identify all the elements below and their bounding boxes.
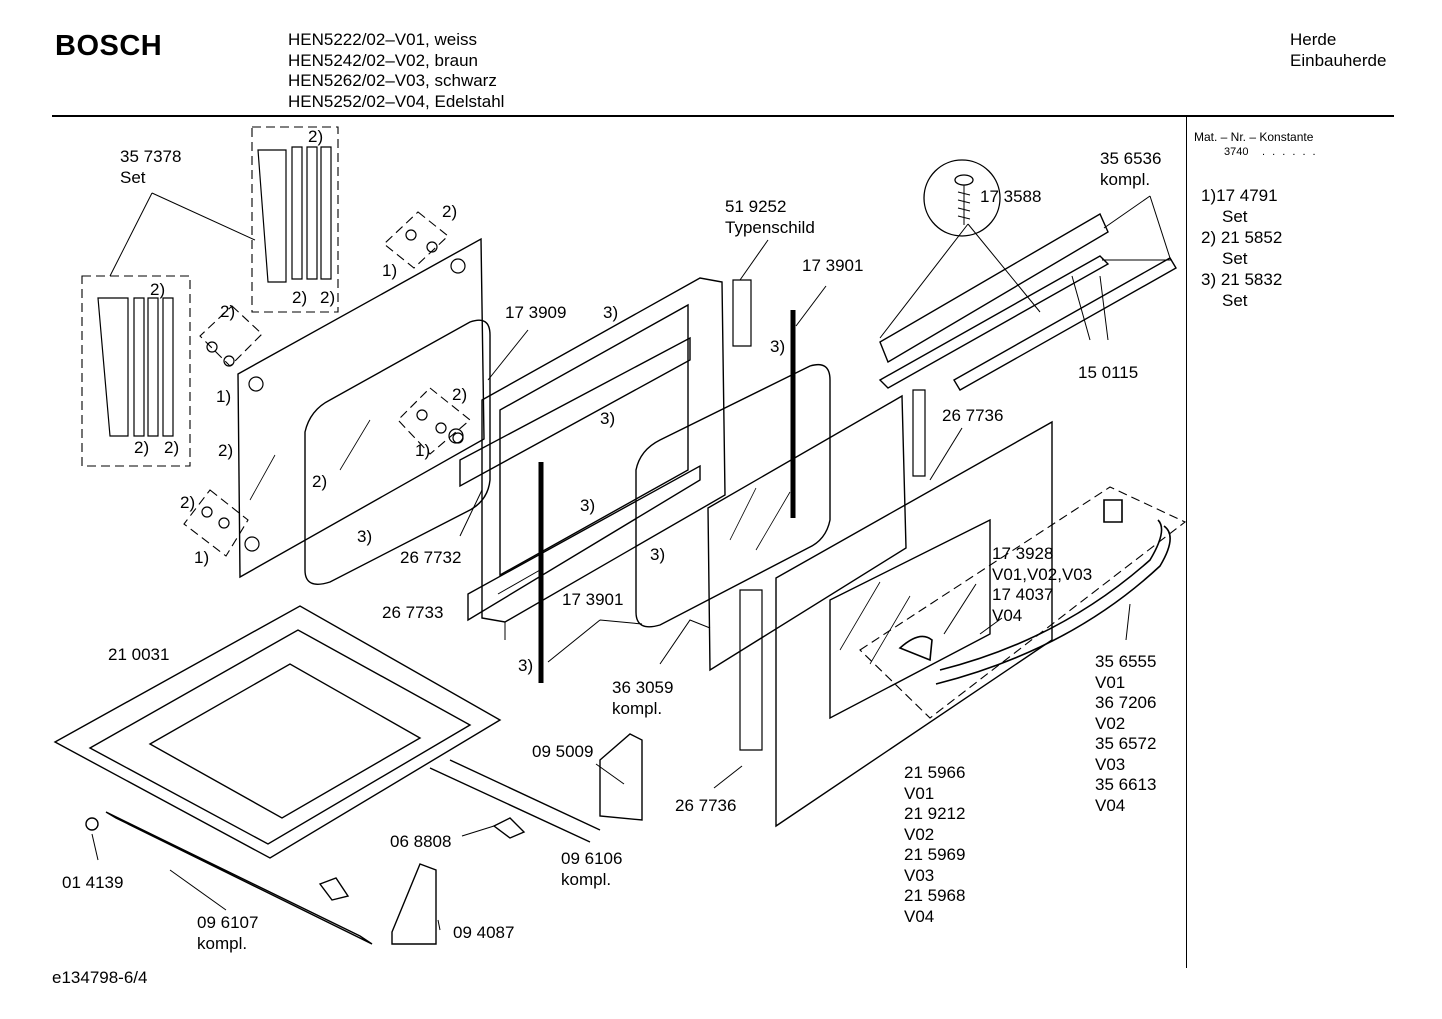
callout-094087: 09 4087 [453, 923, 515, 942]
middle-glass-pane [636, 365, 906, 670]
category-label: Herde Einbauherde [1290, 30, 1386, 71]
callout-173901-top: 17 3901 [802, 256, 864, 275]
material-constant-value: 3740 [1224, 146, 1249, 158]
sealing-strips [541, 310, 793, 683]
model-line: HEN5242/02–V02, braun [288, 50, 478, 70]
model-list: HEN5222/02–V01, weiss HEN5242/02–V02, br… [288, 30, 504, 112]
glass-holders [740, 390, 925, 750]
drawing-reference-code: e134798-6/4 [52, 968, 148, 987]
callout-173588: 17 3588 [980, 187, 1042, 206]
top-trim-profile [880, 214, 1176, 390]
marker-3: 3) [770, 337, 786, 356]
material-number-title: Mat. – Nr. – Konstante [1194, 130, 1314, 144]
marker-1: 1) [415, 441, 431, 460]
set-legend: 1)17 4791 Set 2) 21 5852 Set 3) 21 5832 … [1201, 185, 1282, 311]
marker-2: 2) [320, 288, 336, 307]
hinge-set-boxes [82, 127, 1185, 718]
set-label: Set [1222, 249, 1248, 268]
set-number: 3) 21 5832 [1201, 270, 1283, 289]
outer-glass-pane [238, 239, 490, 584]
sidebar-divider [1186, 116, 1187, 968]
marker-2: 2) [150, 280, 166, 299]
mounting-clips [202, 230, 465, 551]
callout-267736-upper: 26 7736 [942, 406, 1004, 425]
marker-1: 1) [382, 261, 398, 280]
callout-014139: 01 4139 [62, 873, 124, 892]
marker-3: 3) [650, 545, 666, 564]
marker-2: 2) [164, 438, 180, 457]
inner-door-frame [460, 278, 725, 640]
callout-173901-bottom: 17 3901 [562, 590, 624, 609]
category-line: Einbauherde [1290, 50, 1387, 70]
category-line: Herde [1290, 30, 1337, 49]
outer-door-panel [776, 422, 1052, 826]
callout-095009: 09 5009 [532, 742, 594, 761]
header-divider [52, 115, 1394, 117]
marker-3: 3) [357, 527, 373, 546]
marker-3: 3) [603, 303, 619, 322]
marker-2: 2) [134, 438, 150, 457]
set-label: Set [1222, 207, 1248, 226]
marker-1: 1) [216, 387, 232, 406]
type-plate [733, 280, 751, 346]
callout-267732: 26 7732 [400, 548, 462, 567]
oven-base-tray [55, 606, 600, 858]
callout-068808: 06 8808 [390, 832, 452, 851]
door-handle [900, 500, 1170, 684]
set-label: Set [1222, 291, 1248, 310]
model-line: HEN5252/02–V04, Edelstahl [288, 91, 505, 111]
marker-3: 3) [518, 656, 534, 675]
marker-2: 2) [220, 302, 236, 321]
material-constant-dots: . . . . . . [1262, 146, 1318, 158]
marker-2: 2) [312, 472, 328, 491]
callout-150115: 15 0115 [1078, 363, 1139, 382]
marker-2: 2) [180, 493, 196, 512]
set-number: 1)17 4791 [1201, 186, 1278, 205]
leader-lines [92, 193, 1170, 930]
model-line: HEN5222/02–V01, weiss [288, 30, 478, 49]
marker-3: 3) [600, 409, 616, 428]
marker-2: 2) [452, 385, 468, 404]
hinge-strips [98, 147, 331, 436]
brand-logo: BOSCH [55, 30, 163, 62]
callout-267736-lower: 26 7736 [675, 796, 737, 815]
marker-3: 3) [580, 496, 596, 515]
screw-detail [924, 160, 1000, 236]
marker-2: 2) [218, 441, 234, 460]
set-number: 2) 21 5852 [1201, 228, 1283, 247]
callout-210031: 21 0031 [108, 645, 170, 664]
callout-267733: 26 7733 [382, 603, 444, 622]
side-rails [86, 734, 642, 944]
model-line: HEN5262/02–V03, schwarz [288, 71, 497, 90]
callout-173909: 17 3909 [505, 303, 567, 322]
marker-1: 1) [194, 548, 210, 567]
marker-2: 2) [308, 127, 324, 146]
marker-2: 2) [442, 202, 458, 221]
marker-2: 2) [292, 288, 308, 307]
